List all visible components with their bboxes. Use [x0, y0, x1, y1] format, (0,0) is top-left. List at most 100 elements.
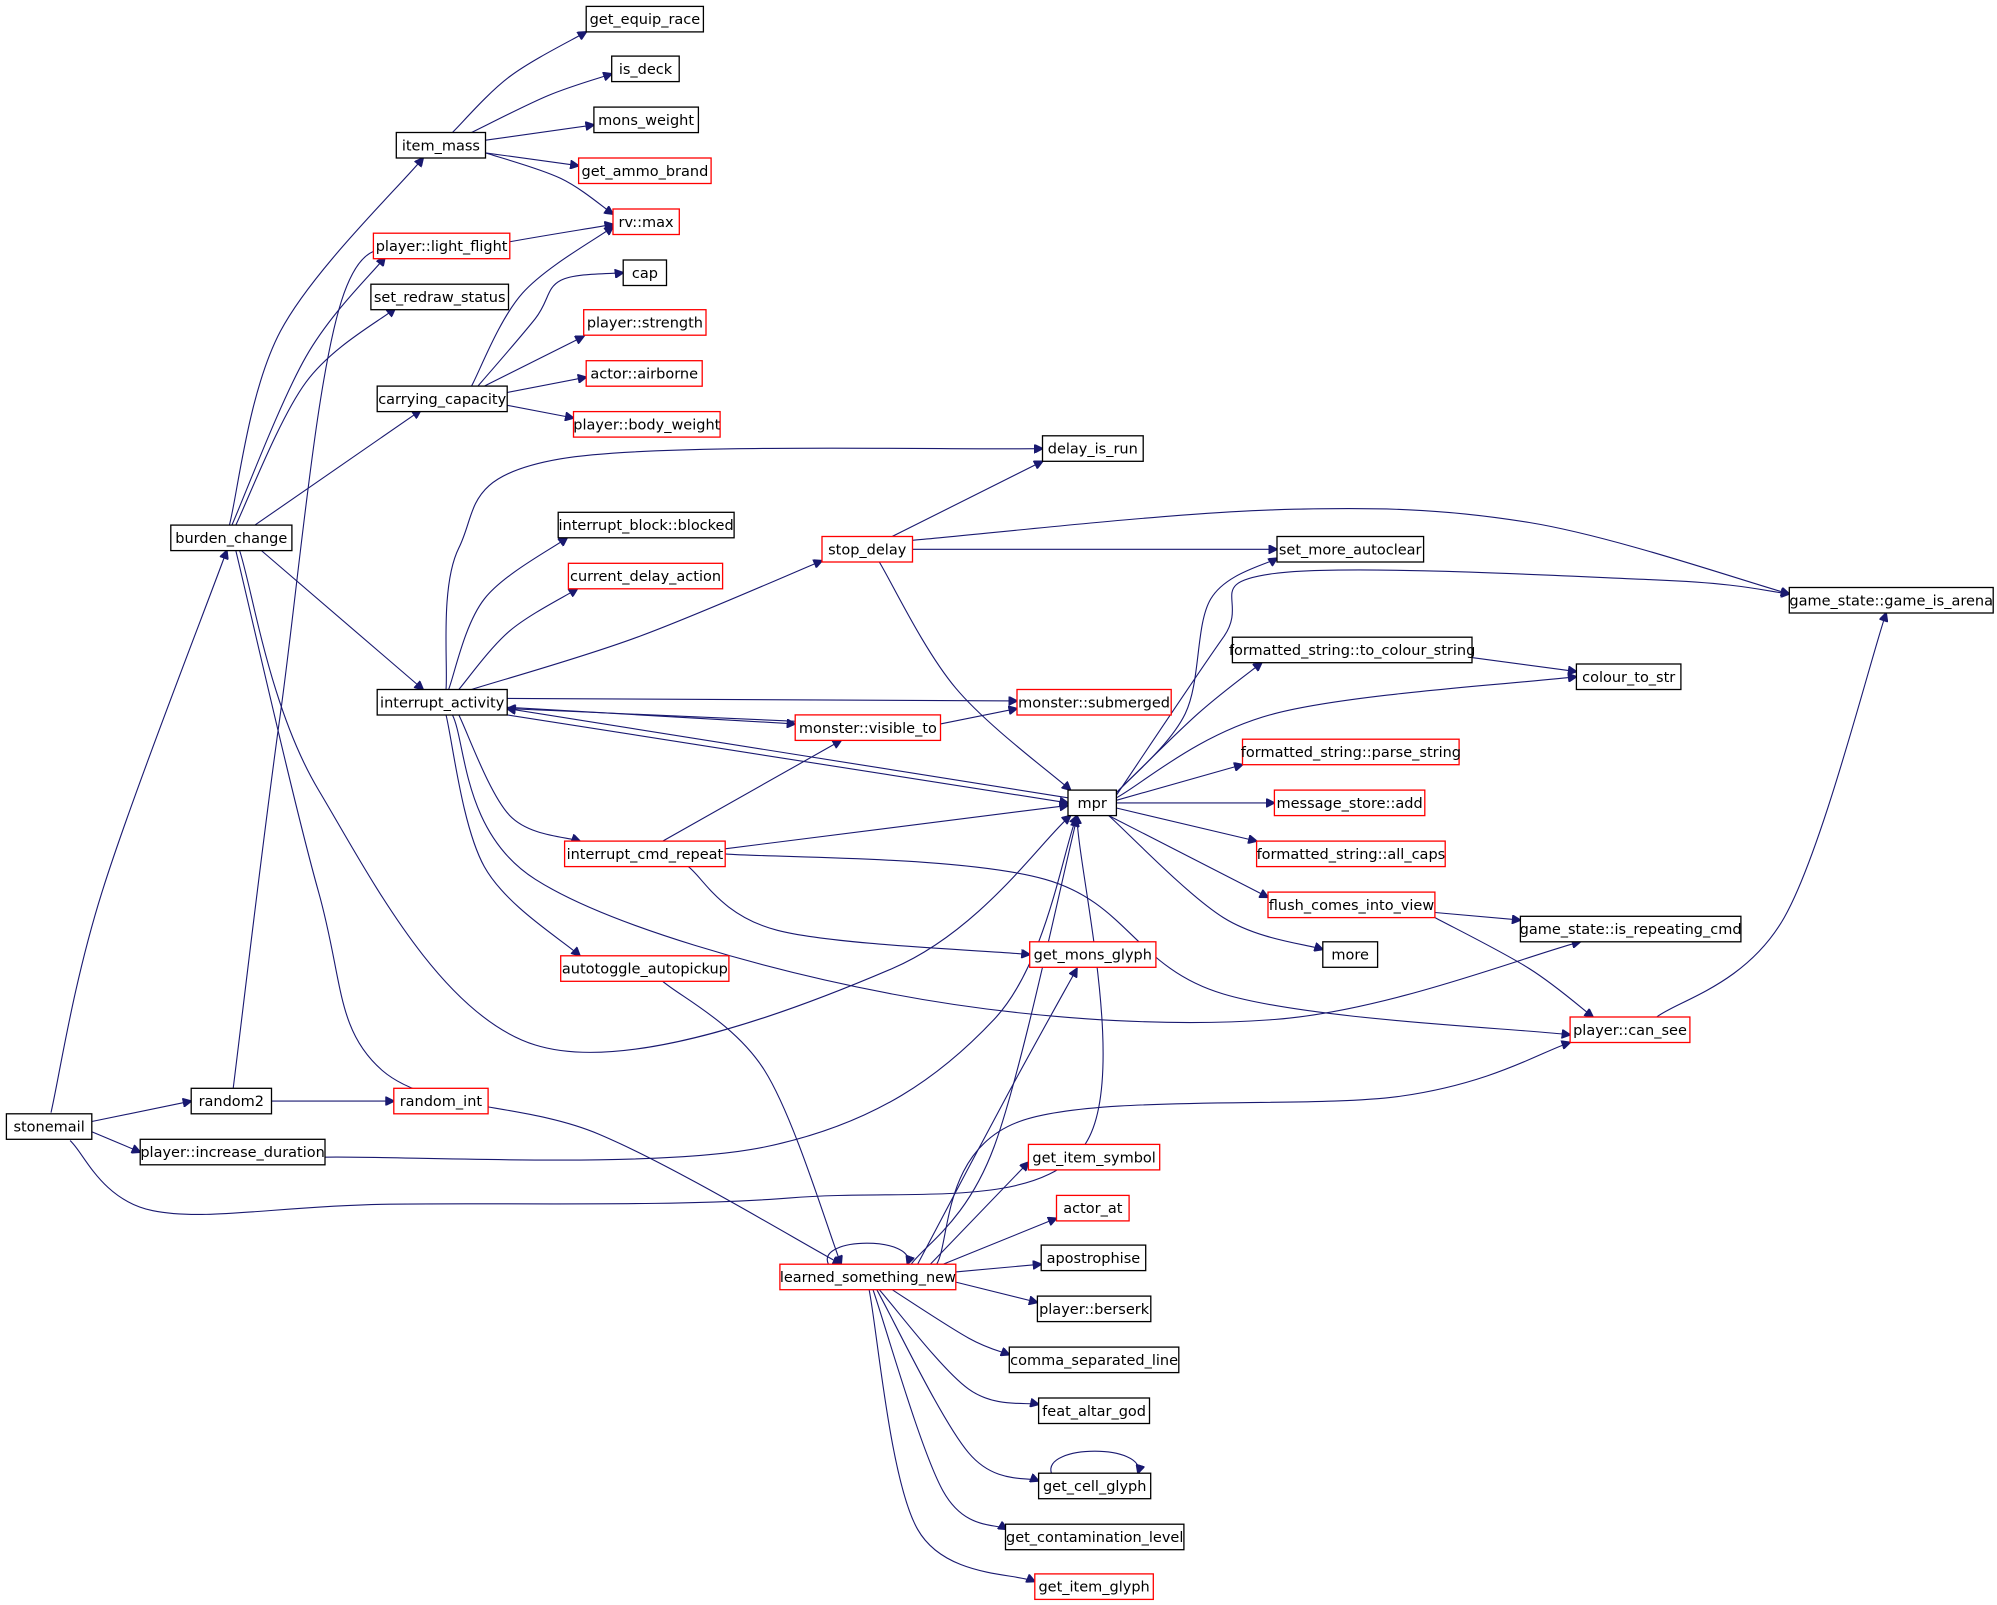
edge-burden_change-to-set_redraw_status	[235, 308, 395, 526]
node-label-get_item_glyph: get_item_glyph	[1038, 1580, 1149, 1596]
node-random_int[interactable]: random_int	[393, 1087, 489, 1115]
node-colour_to_str[interactable]: colour_to_str	[1575, 663, 1682, 691]
edge-interrupt_activity-to-mpr	[507, 714, 1068, 803]
node-box-mpr	[1067, 789, 1118, 817]
node-set_more_autoclear[interactable]: set_more_autoclear	[1276, 535, 1425, 563]
node-game_is_arena[interactable]: game_state::game_is_arena	[1788, 586, 1994, 614]
node-player_can_see[interactable]: player::can_see	[1569, 1016, 1691, 1044]
node-box-light_flight	[372, 232, 511, 260]
node-get_contamination_level[interactable]: get_contamination_level	[1004, 1523, 1185, 1551]
node-box-player_berserk	[1036, 1295, 1152, 1323]
node-box-mons_weight	[593, 106, 700, 134]
node-increase_duration[interactable]: player::increase_duration	[139, 1138, 326, 1166]
node-stop_delay[interactable]: stop_delay	[821, 535, 914, 563]
node-get_item_glyph[interactable]: get_item_glyph	[1034, 1573, 1154, 1601]
node-get_mons_glyph[interactable]: get_mons_glyph	[1029, 941, 1157, 968]
node-comma_separated_line[interactable]: comma_separated_line	[1008, 1346, 1180, 1374]
node-mons_weight[interactable]: mons_weight	[593, 106, 700, 134]
node-light_flight[interactable]: player::light_flight	[372, 232, 511, 260]
node-learned_something_new[interactable]: learned_something_new	[779, 1263, 957, 1291]
node-is_deck[interactable]: is_deck	[611, 55, 680, 83]
node-label-colour_to_str: colour_to_str	[1582, 670, 1675, 686]
node-label-monster_visible_to: monster::visible_to	[799, 721, 937, 737]
edge-stonemail-to-burden_change	[50, 551, 227, 1113]
node-actor_at[interactable]: actor_at	[1055, 1194, 1130, 1222]
edge-carrying_capacity-to-player_body_weight	[507, 404, 573, 418]
node-get_cell_glyph[interactable]: get_cell_glyph	[1037, 1472, 1152, 1500]
node-label-carrying_capacity: carrying_capacity	[378, 392, 506, 408]
node-monster_visible_to[interactable]: monster::visible_to	[794, 714, 942, 742]
node-get_equip_race[interactable]: get_equip_race	[585, 5, 705, 33]
edge-interrupt_activity-to-monster_visible_to	[507, 706, 795, 724]
edge-stop_delay-to-mpr	[878, 561, 1070, 790]
node-set_redraw_status[interactable]: set_redraw_status	[370, 283, 510, 311]
node-box-get_equip_race	[585, 5, 705, 33]
edge-player_can_see-to-game_is_arena	[1656, 613, 1886, 1018]
edge-interrupt_activity-to-current_delay_action	[458, 589, 578, 690]
node-label-monster_submerged: monster::submerged	[1018, 695, 1170, 711]
node-box-item_mass	[395, 131, 487, 159]
node-player_berserk[interactable]: player::berserk	[1036, 1295, 1152, 1323]
node-label-stonemail: stonemail	[13, 1120, 84, 1136]
node-box-actor_at	[1055, 1194, 1130, 1222]
node-box-get_cell_glyph	[1037, 1472, 1152, 1500]
node-box-colour_to_str	[1575, 663, 1682, 691]
edge-carrying_capacity-to-cap	[477, 273, 623, 387]
node-interrupt_activity[interactable]: interrupt_activity	[376, 688, 508, 716]
node-apostrophise[interactable]: apostrophise	[1040, 1244, 1147, 1272]
node-box-get_contamination_level	[1004, 1523, 1185, 1551]
node-to_colour_string[interactable]: formatted_string::to_colour_string	[1229, 636, 1475, 664]
node-get_ammo_brand[interactable]: get_ammo_brand	[577, 157, 712, 185]
node-label-comma_separated_line: comma_separated_line	[1010, 1353, 1178, 1369]
node-stonemail[interactable]: stonemail	[5, 1113, 93, 1140]
node-random2[interactable]: random2	[190, 1087, 273, 1115]
node-current_delay_action[interactable]: current_delay_action	[567, 562, 724, 590]
node-delay_is_run[interactable]: delay_is_run	[1041, 435, 1144, 462]
node-feat_altar_god[interactable]: feat_altar_god	[1037, 1397, 1151, 1425]
edge-interrupt_activity-to-autotoggle_autopickup	[445, 714, 580, 956]
node-label-interrupt_activity: interrupt_activity	[380, 695, 505, 711]
node-label-mpr: mpr	[1078, 796, 1107, 812]
node-parse_string[interactable]: formatted_string::parse_string	[1241, 738, 1461, 766]
node-box-set_redraw_status	[370, 283, 510, 311]
node-cap[interactable]: cap	[622, 259, 668, 287]
node-message_store_add[interactable]: message_store::add	[1273, 789, 1426, 817]
node-autotoggle_autopickup[interactable]: autotoggle_autopickup	[560, 955, 730, 982]
node-flush_comes_into_view[interactable]: flush_comes_into_view	[1267, 891, 1436, 919]
edge-carrying_capacity-to-actor_airborne	[507, 377, 586, 394]
node-rv_max[interactable]: rv::max	[612, 208, 680, 236]
node-monster_submerged[interactable]: monster::submerged	[1016, 688, 1172, 716]
edge-monster_visible_to-to-monster_submerged	[940, 709, 1018, 725]
node-is_repeating_cmd[interactable]: game_state::is_repeating_cmd	[1520, 915, 1742, 943]
node-player_strength[interactable]: player::strength	[583, 309, 707, 336]
edge-burden_change-to-carrying_capacity	[254, 410, 421, 526]
node-label-to_colour_string: formatted_string::to_colour_string	[1229, 643, 1475, 659]
node-burden_change[interactable]: burden_change	[170, 524, 293, 552]
node-actor_airborne[interactable]: actor::airborne	[585, 360, 703, 387]
node-interrupt_cmd_repeat[interactable]: interrupt_cmd_repeat	[563, 840, 726, 868]
edge-flush_comes_into_view-to-is_repeating_cmd	[1434, 911, 1520, 921]
node-player_body_weight[interactable]: player::body_weight	[572, 410, 721, 438]
node-box-delay_is_run	[1041, 435, 1144, 462]
node-carrying_capacity[interactable]: carrying_capacity	[376, 385, 508, 413]
edge-learned_something_new-to-get_cell_glyph	[876, 1289, 1039, 1481]
node-interrupt_block_blocked[interactable]: interrupt_block::blocked	[557, 511, 735, 539]
edge-stonemail-to-random2	[91, 1101, 191, 1123]
node-box-stop_delay	[821, 535, 914, 563]
edge-burden_change-to-item_mass	[228, 158, 423, 526]
node-item_mass[interactable]: item_mass	[395, 131, 487, 159]
node-more[interactable]: more	[1322, 941, 1379, 968]
node-mpr[interactable]: mpr	[1067, 789, 1118, 817]
node-label-learned_something_new: learned_something_new	[780, 1270, 956, 1286]
node-label-more: more	[1331, 948, 1369, 964]
edge-learned_something_new-to-comma_separated_line	[891, 1289, 1009, 1355]
node-box-comma_separated_line	[1008, 1346, 1180, 1374]
node-get_item_symbol[interactable]: get_item_symbol	[1027, 1143, 1161, 1171]
edge-interrupt_cmd_repeat-to-monster_visible_to	[662, 740, 841, 842]
node-box-interrupt_activity	[376, 688, 508, 716]
node-box-learned_something_new	[779, 1263, 957, 1291]
node-box-rv_max	[612, 208, 680, 236]
edge-burden_change-to-learned_something_new	[235, 550, 841, 1265]
node-all_caps[interactable]: formatted_string::all_caps	[1255, 840, 1446, 868]
